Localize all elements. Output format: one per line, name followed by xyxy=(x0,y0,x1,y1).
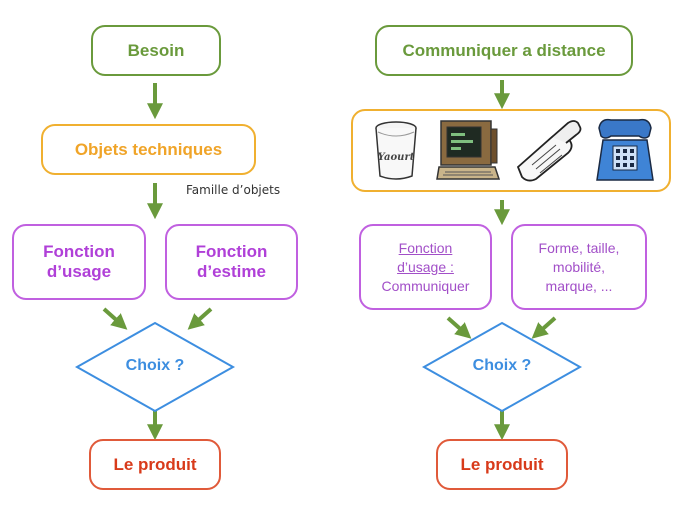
esteem-line-1: Fonction xyxy=(195,242,268,261)
choice-label-right: Choix ? xyxy=(472,357,532,374)
usage-right-line-3: Communiquer xyxy=(381,277,470,294)
mobile-phone-icon xyxy=(516,119,581,181)
usage-line-1: Fonction xyxy=(43,242,115,261)
usage-function-box-right: Fonction d’usage : Communiquer xyxy=(359,224,492,310)
choice-label-left: Choix ? xyxy=(125,357,185,374)
product-label: Le produit xyxy=(113,454,197,474)
usage-line-2: d’usage xyxy=(46,262,112,281)
product-box-right: Le produit xyxy=(436,439,568,490)
choice-diamond-right xyxy=(421,321,583,413)
esteem-right-line-2: mobilité, xyxy=(552,258,606,275)
esteem-function-box-right: Forme, taille, mobilité, marque, ... xyxy=(511,224,647,310)
arrow-usage-to-choice xyxy=(102,307,128,330)
need-label-right: Communiquer a distance xyxy=(402,40,606,60)
yogurt-label: Yaourt xyxy=(377,152,414,163)
esteem-function-box: Fonction d’estime xyxy=(165,224,298,300)
product-box: Le produit xyxy=(89,439,221,490)
esteem-line-2: d’estime xyxy=(197,262,266,281)
product-label-right: Le produit xyxy=(460,454,544,474)
arrow-esteem-to-choice-right xyxy=(531,316,557,339)
need-box: Besoin xyxy=(91,25,221,76)
objects-box: Objets techniques xyxy=(41,124,256,175)
objects-images-box: Yaourt xyxy=(351,109,671,192)
usage-right-line-2: d’usage : xyxy=(397,258,454,275)
need-box-right: Communiquer a distance xyxy=(375,25,633,76)
family-note: Famille d’objets xyxy=(186,183,281,197)
need-label: Besoin xyxy=(127,40,185,60)
objects-label: Objets techniques xyxy=(74,139,223,159)
desk-phone-icon xyxy=(595,118,654,181)
yogurt-pot-icon: Yaourt xyxy=(374,120,417,180)
esteem-right-line-3: marque, ... xyxy=(545,277,613,294)
computer-terminal-icon xyxy=(435,119,500,180)
esteem-right-line-1: Forme, taille, xyxy=(538,239,620,256)
usage-function-box: Fonction d’usage xyxy=(12,224,146,300)
choice-diamond-left xyxy=(74,321,236,413)
arrow-esteem-to-choice xyxy=(187,307,213,330)
usage-right-line-1: Fonction xyxy=(398,239,453,256)
arrow-usage-to-choice-right xyxy=(446,316,472,339)
